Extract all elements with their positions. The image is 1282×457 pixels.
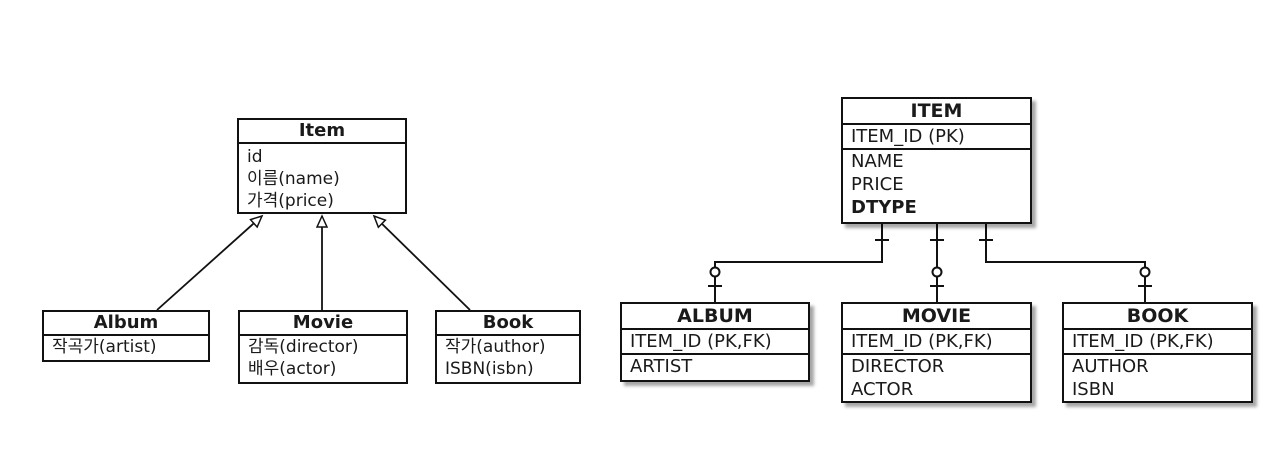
- uml-movie-field-actor: 배우(actor): [248, 359, 337, 379]
- erd-entity-movie-columns: DIRECTOR ACTOR: [843, 353, 1030, 401]
- erd-entity-album-columns: ARTIST: [622, 353, 808, 378]
- erd-book-primary-key: ITEM_ID (PK,FK): [1072, 331, 1214, 352]
- erd-item-column-dtype: DTYPE: [851, 197, 917, 218]
- erd-entity-book-title: BOOK: [1064, 304, 1251, 330]
- erd-entity-item-columns: NAME PRICE DTYPE: [843, 148, 1030, 219]
- erd-entity-book-key: ITEM_ID (PK,FK): [1064, 330, 1251, 353]
- erd-entity-album-key: ITEM_ID (PK,FK): [622, 330, 808, 353]
- uml-class-album: Album 작곡가(artist): [42, 310, 210, 362]
- relationship-item-book: [979, 224, 1152, 302]
- uml-class-item: Item id 이름(name) 가격(price): [237, 118, 407, 214]
- erd-entity-item-key: ITEM_ID (PK): [843, 125, 1030, 148]
- uml-class-book: Book 작가(author) ISBN(isbn): [435, 310, 581, 384]
- erd-entity-album: ALBUM ITEM_ID (PK,FK) ARTIST: [620, 302, 810, 382]
- erd-entity-movie: MOVIE ITEM_ID (PK,FK) DIRECTOR ACTOR: [841, 302, 1032, 403]
- inheritance-arrow-book: [374, 216, 471, 311]
- uml-class-book-title: Book: [437, 312, 579, 336]
- erd-album-column-artist: ARTIST: [630, 356, 693, 377]
- erd-item-column-name: NAME: [851, 151, 904, 172]
- erd-entity-book: BOOK ITEM_ID (PK,FK) AUTHOR ISBN: [1062, 302, 1253, 403]
- erd-entity-item: ITEM ITEM_ID (PK) NAME PRICE DTYPE: [841, 97, 1032, 224]
- uml-item-field-price: 가격(price): [247, 191, 334, 211]
- erd-entity-movie-title: MOVIE: [843, 304, 1030, 330]
- uml-class-item-title: Item: [239, 120, 405, 144]
- uml-item-field-name: 이름(name): [247, 169, 340, 189]
- uml-class-album-title: Album: [44, 312, 208, 336]
- erd-book-column-author: AUTHOR: [1072, 356, 1149, 377]
- erd-entity-book-columns: AUTHOR ISBN: [1064, 353, 1251, 401]
- erd-album-primary-key: ITEM_ID (PK,FK): [630, 331, 772, 352]
- uml-movie-field-director: 감독(director): [248, 337, 359, 357]
- erd-entity-movie-key: ITEM_ID (PK,FK): [843, 330, 1030, 353]
- uml-class-item-fields: id 이름(name) 가격(price): [239, 144, 405, 212]
- uml-class-movie-fields: 감독(director) 배우(actor): [240, 336, 406, 380]
- uml-class-book-fields: 작가(author) ISBN(isbn): [437, 336, 579, 380]
- erd-movie-primary-key: ITEM_ID (PK,FK): [851, 331, 993, 352]
- uml-book-field-isbn: ISBN(isbn): [445, 359, 534, 379]
- erd-entity-album-title: ALBUM: [622, 304, 808, 330]
- inheritance-arrow-album: [156, 216, 262, 311]
- erd-movie-column-director: DIRECTOR: [851, 356, 945, 377]
- uml-book-field-author: 작가(author): [445, 337, 546, 357]
- uml-item-field-id: id: [247, 147, 263, 167]
- uml-album-field-artist: 작곡가(artist): [52, 337, 157, 357]
- uml-class-movie-title: Movie: [240, 312, 406, 336]
- erd-item-primary-key: ITEM_ID (PK): [851, 126, 965, 147]
- uml-class-movie: Movie 감독(director) 배우(actor): [238, 310, 408, 384]
- erd-item-column-price: PRICE: [851, 174, 904, 195]
- erd-movie-column-actor: ACTOR: [851, 379, 914, 400]
- erd-book-column-isbn: ISBN: [1072, 379, 1115, 400]
- erd-entity-item-title: ITEM: [843, 99, 1030, 125]
- relationship-item-movie: [930, 224, 944, 302]
- relationship-item-album: [708, 224, 889, 302]
- uml-class-album-fields: 작곡가(artist): [44, 336, 208, 358]
